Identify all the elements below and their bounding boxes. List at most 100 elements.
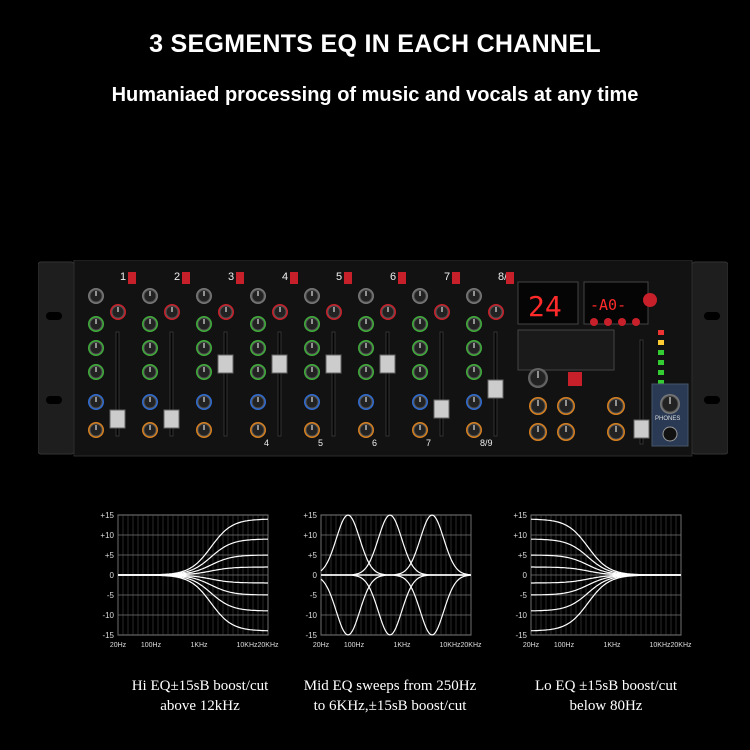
info-label-panel (517, 329, 615, 371)
fader-label-4: 4 (264, 438, 269, 448)
y-tick-label: 0 (523, 571, 528, 580)
fader-slot-6 (385, 331, 390, 437)
x-tick-label: 20KHz (670, 642, 692, 649)
fader-slot-7 (439, 331, 444, 437)
eq-response-curve (321, 574, 472, 636)
x-tick-label: 1KHz (603, 642, 621, 649)
media-button-4 (632, 318, 640, 326)
level-meter-led-1 (658, 330, 664, 335)
fader-cap-3 (217, 354, 234, 374)
channel-number-1: 1 (120, 271, 126, 283)
right-rack-hole-top (704, 312, 720, 320)
page-title: 3 SEGMENTS EQ IN EACH CHANNEL (149, 30, 601, 58)
fader-label-5: 5 (318, 438, 323, 448)
x-tick-label: 100Hz (554, 642, 575, 649)
right-display: -A0- (590, 296, 626, 314)
x-tick-label: 10KHz (236, 642, 258, 649)
y-tick-label: +15 (100, 511, 114, 520)
eq-response-curve (118, 518, 269, 576)
y-tick-label: -15 (305, 631, 317, 640)
lo-eq-caption-line-2: below 80Hz (569, 698, 643, 714)
level-meter-led-3 (658, 350, 664, 355)
y-tick-label: -10 (305, 611, 317, 620)
fader-cap-7 (433, 399, 450, 419)
y-tick-label: -10 (102, 611, 114, 620)
x-tick-label: 10KHz (439, 642, 461, 649)
lo-eq-caption: Lo EQ ±15sB boost/cut below 80Hz (486, 676, 726, 716)
fader-label-6: 6 (372, 438, 377, 448)
x-tick-label: 100Hz (141, 642, 162, 649)
media-button-1 (590, 318, 598, 326)
x-tick-label: 1KHz (190, 642, 208, 649)
left-display: 24 (528, 290, 562, 323)
fader-label-7: 7 (426, 438, 431, 448)
page-subtitle: Humaniaed processing of music and vocals… (111, 84, 639, 106)
y-tick-label: -5 (310, 591, 318, 600)
left-rack-hole-bottom (46, 396, 62, 404)
mid-eq-caption: Mid EQ sweeps from 250Hz to 6KHz,±15sB b… (270, 676, 510, 716)
y-tick-label: +5 (105, 551, 115, 560)
channel-mute-button-4 (290, 272, 298, 284)
fader-slot-5 (331, 331, 336, 437)
y-tick-label: 0 (313, 571, 318, 580)
y-tick-label: +10 (100, 531, 114, 540)
hi-eq-caption-line-2: above 12kHz (160, 698, 240, 714)
channel-mute-button-1 (128, 272, 136, 284)
fx-mute-button (568, 372, 582, 386)
channel-number-5: 5 (336, 271, 342, 283)
fader-cap-6 (379, 354, 396, 374)
mid-eq-caption-line-2: to 6KHz,±15sB boost/cut (313, 698, 467, 714)
channel-number-7: 7 (444, 271, 450, 283)
channel-number-2: 2 (174, 271, 180, 283)
lo-eq-caption-line-1: Lo EQ ±15sB boost/cut (535, 678, 677, 694)
x-tick-label: 20KHz (257, 642, 279, 649)
y-tick-label: +15 (303, 511, 317, 520)
channel-number-3: 3 (228, 271, 234, 283)
y-tick-label: +10 (303, 531, 317, 540)
fader-cap-4 (271, 354, 288, 374)
media-button-2 (604, 318, 612, 326)
x-tick-label: 100Hz (344, 642, 365, 649)
master-fader-cap (633, 419, 650, 439)
master-fader-slot (639, 339, 644, 445)
channel-mute-button-7 (452, 272, 460, 284)
channel-mute-button-6 (398, 272, 406, 284)
fader-slot-4 (277, 331, 282, 437)
right-rack-hole-bottom (704, 396, 720, 404)
fader-cap-2 (163, 409, 180, 429)
channel-mute-button-5 (344, 272, 352, 284)
y-tick-label: -10 (515, 611, 527, 620)
channel-mute-button-2 (182, 272, 190, 284)
y-tick-label: +5 (518, 551, 528, 560)
fader-slot-2 (169, 331, 174, 437)
media-button-3 (618, 318, 626, 326)
fader-slot-1 (115, 331, 120, 437)
y-tick-label: -5 (107, 591, 115, 600)
right-rack-ear (691, 261, 728, 455)
fader-cap-5 (325, 354, 342, 374)
y-tick-label: -15 (515, 631, 527, 640)
y-tick-label: +10 (513, 531, 527, 540)
y-tick-label: -15 (102, 631, 114, 640)
left-rack-hole-top (46, 312, 62, 320)
channel-number-6: 6 (390, 271, 396, 283)
mid-eq-caption-line-1: Mid EQ sweeps from 250Hz (303, 678, 477, 694)
hi-eq-caption-line-1: Hi EQ±15sB boost/cut (131, 678, 269, 694)
level-meter-led-4 (658, 360, 664, 365)
x-tick-label: 20Hz (110, 642, 127, 649)
level-meter-led-2 (658, 340, 664, 345)
left-rack-ear (38, 261, 75, 455)
hi-eq-caption: Hi EQ±15sB boost/cut above 12kHz (80, 676, 320, 716)
channel-mute-button-3 (236, 272, 244, 284)
level-meter-led-6 (658, 380, 664, 385)
x-tick-label: 10KHz (649, 642, 671, 649)
y-tick-label: -5 (520, 591, 528, 600)
fader-cap-1 (109, 409, 126, 429)
tape-input-jack (643, 293, 657, 307)
x-tick-label: 20Hz (313, 642, 330, 649)
phones-jack (662, 426, 678, 442)
channel-mute-button-8 (506, 272, 514, 284)
